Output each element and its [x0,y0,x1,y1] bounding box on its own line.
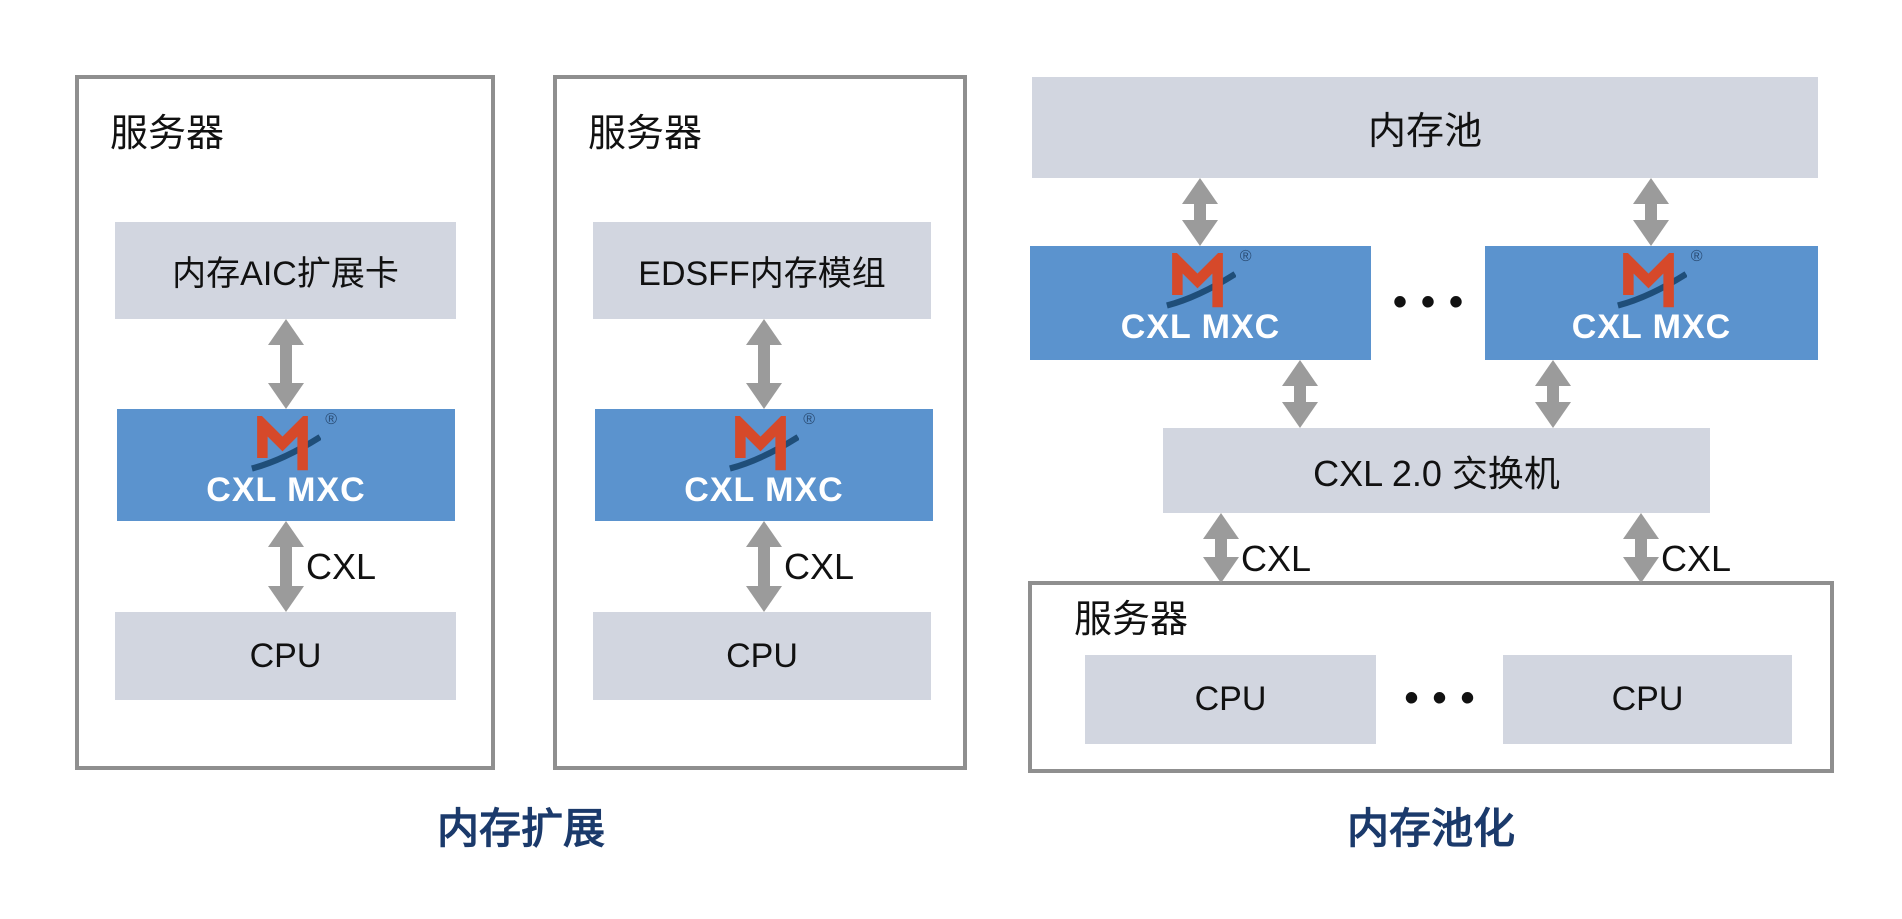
cpu-box-pool-right: CPU [1503,655,1792,744]
double-arrow-icon [1623,513,1659,583]
cxl-mxc-label-2: CXL MXC [684,471,844,509]
server-1-title: 服务器 [110,113,225,155]
cpu-label-pool-right: CPU [1611,680,1684,718]
montage-logo: ® [729,412,815,472]
cxl-link-label-pool-left: CXL [1241,538,1312,579]
double-arrow-icon [268,521,304,612]
ellipsis-dots: ••• [1392,280,1477,324]
montage-logo: ® [1616,249,1703,309]
registered-mark: ® [1239,248,1252,265]
registered-mark: ® [1690,248,1703,265]
memory-pool-bar: 内存池 [1032,77,1818,178]
cpu-label-pool-left: CPU [1194,680,1267,718]
cpu-box-2: CPU [593,612,931,700]
double-arrow-icon [1203,513,1239,583]
cxl-switch-label: CXL 2.0 交换机 [1313,452,1560,494]
memory-aic-card-label: 内存AIC扩展卡 [172,255,399,293]
double-arrow-icon [268,319,304,409]
cxl-mxc-chip-pool-right: ® CXL MXC [1485,246,1818,360]
ellipsis-dots: ••• [1404,676,1489,720]
cpu-box-pool-left: CPU [1085,655,1376,744]
memory-pool-label: 内存池 [1367,111,1482,153]
montage-logo: ® [1165,249,1252,309]
montage-logo: ® [251,412,337,472]
montage-m-icon [1616,253,1687,309]
montage-m-icon [251,416,321,472]
cxl-mxc-label-pool-right: CXL MXC [1571,308,1732,346]
double-arrow-icon [746,319,782,409]
edsff-module-box: EDSFF内存模组 [593,222,931,319]
double-arrow-icon [1633,178,1669,246]
cxl-link-label-pool-right: CXL [1661,538,1732,579]
cpu-label-1: CPU [249,636,322,675]
double-arrow-icon [1535,360,1571,428]
cxl-mxc-chip-1: ® CXL MXC [117,409,455,521]
montage-m-icon [1165,253,1236,309]
cxl-link-label-2: CXL [784,546,855,587]
double-arrow-icon [746,521,782,612]
caption-memory-pooling: 内存池化 [1346,805,1515,852]
double-arrow-icon [1282,360,1318,428]
cxl-mxc-label-1: CXL MXC [206,471,366,509]
server-2-title: 服务器 [588,113,703,155]
cxl-mxc-chip-pool-left: ® CXL MXC [1030,246,1371,360]
memory-aic-card-box: 内存AIC扩展卡 [115,222,456,319]
caption-memory-expansion: 内存扩展 [436,805,605,852]
edsff-module-label: EDSFF内存模组 [638,255,886,293]
server-3-title: 服务器 [1074,599,1189,641]
registered-mark: ® [803,411,815,428]
montage-m-icon [729,416,799,472]
cxl-mxc-chip-2: ® CXL MXC [595,409,933,521]
registered-mark: ® [325,411,337,428]
double-arrow-icon [1182,178,1218,246]
cpu-box-1: CPU [115,612,456,700]
cxl-mxc-label-pool-left: CXL MXC [1120,308,1281,346]
cxl-switch-box: CXL 2.0 交换机 [1163,428,1710,513]
cpu-label-2: CPU [726,636,798,675]
cxl-link-label-1: CXL [306,546,377,587]
